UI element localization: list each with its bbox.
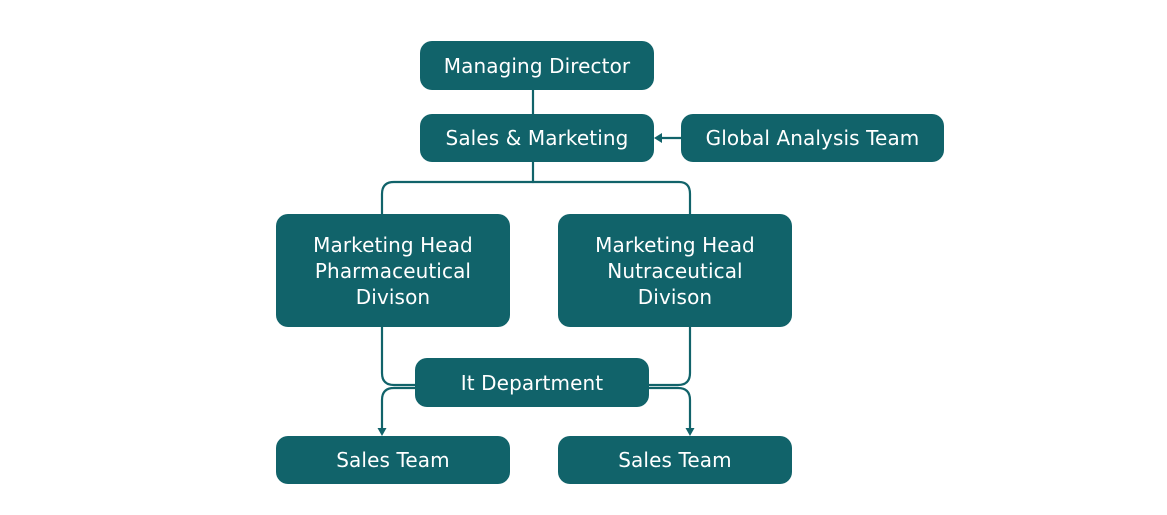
sales-team-left-box: Sales Team	[276, 436, 510, 484]
global-analysis-team-label: Global Analysis Team	[705, 126, 920, 150]
it-department-label: It Department	[460, 370, 604, 395]
arrowhead-sales-team-right	[685, 428, 695, 436]
pharma-line-1: Marketing Head	[313, 232, 473, 257]
global-analysis-team-box: Global Analysis Team	[681, 114, 944, 162]
sales-team-right-box: Sales Team	[558, 436, 792, 484]
managing-director-label: Managing Director	[443, 53, 631, 78]
arrowhead-into-sales	[654, 133, 662, 143]
nutra-line-1: Marketing Head	[595, 232, 755, 257]
connector-nutra-down	[647, 325, 692, 387]
connector-split-right	[531, 180, 692, 216]
connector-it-to-sales-left	[380, 386, 417, 431]
connector-it-to-sales-right	[647, 386, 692, 431]
connector-split-left	[380, 180, 535, 216]
sales-marketing-box: Sales & Marketing	[420, 114, 654, 162]
sales-marketing-label: Sales & Marketing	[445, 126, 629, 150]
sales-team-left-label: Sales Team	[336, 448, 450, 472]
managing-director-box: Managing Director	[420, 41, 654, 90]
nutra-line-2: Nutraceutical	[607, 258, 743, 283]
arrowhead-sales-team-left	[377, 428, 387, 436]
sales-team-right-label: Sales Team	[618, 448, 732, 472]
marketing-head-nutraceutical-box: Marketing Head Nutraceutical Divison	[558, 214, 792, 327]
pharma-line-2: Pharmaceutical	[314, 258, 472, 283]
connector-pharma-down	[380, 325, 417, 387]
pharma-line-3: Divison	[355, 284, 431, 309]
it-department-box: It Department	[415, 358, 649, 407]
nutra-line-3: Divison	[637, 284, 713, 309]
marketing-head-pharmaceutical-box: Marketing Head Pharmaceutical Divison	[276, 214, 510, 327]
